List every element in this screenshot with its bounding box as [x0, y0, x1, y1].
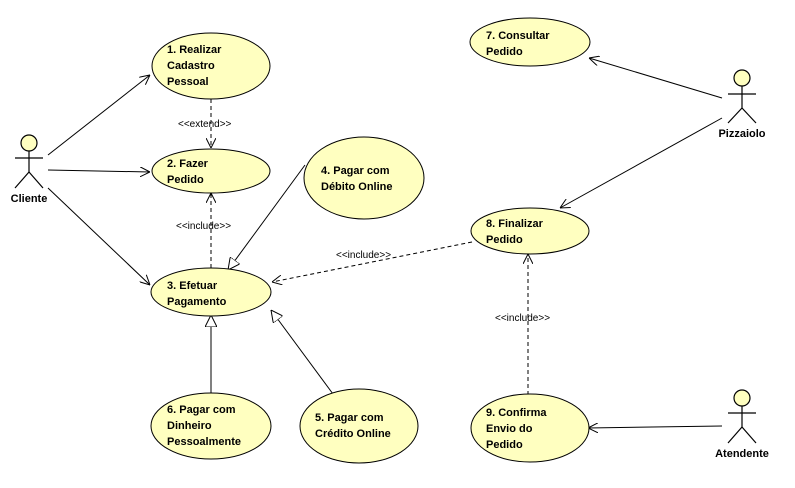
cliente-label: Cliente	[11, 193, 48, 205]
include-label-9-8: <<include>>	[495, 313, 550, 324]
uc1-line2: Cadastro	[167, 60, 215, 72]
extend-label-1: <<extend>>	[178, 119, 232, 130]
uc5-line1: 5. Pagar com	[315, 412, 384, 424]
use-case-2[interactable]: 2. Fazer Pedido	[151, 148, 271, 194]
use-case-1[interactable]: 1. Realizar Cadastro Pessoal	[151, 32, 271, 100]
atendente-head	[733, 389, 751, 407]
uc1-line1: 1. Realizar	[167, 44, 222, 56]
uc5-line2: Crédito Online	[315, 428, 391, 440]
cliente-leg-right	[28, 171, 44, 189]
uc9-line2: Envio do	[486, 423, 533, 435]
use-case-9[interactable]: 9. Confirma Envio do Pedido	[470, 393, 590, 463]
uc9-line1: 9. Confirma	[486, 407, 547, 419]
assoc-cliente-uc1	[47, 75, 150, 156]
assoc-atendente-uc9	[588, 426, 723, 428]
actor-cliente[interactable]: Cliente	[11, 134, 48, 205]
generalization-uc5-uc3	[271, 310, 334, 395]
assoc-pizzaiolo-uc7	[589, 58, 723, 99]
pizzaiolo-leg-right	[741, 107, 757, 124]
cliente-leg-left	[14, 171, 30, 189]
include-label-8-3: <<include>>	[336, 250, 391, 261]
uc9-line3: Pedido	[486, 439, 523, 451]
actor-pizzaiolo[interactable]: Pizzaiolo	[718, 69, 766, 140]
pizzaiolo-head	[733, 69, 751, 87]
uc2-line1: 2. Fazer	[167, 158, 209, 170]
pizzaiolo-leg-left	[727, 107, 743, 124]
uc7-line1: 7. Consultar	[486, 30, 550, 42]
uc6-line1: 6. Pagar com	[167, 404, 236, 416]
uc8-line1: 8. Finalizar	[486, 218, 544, 230]
uc4-line2: Débito Online	[321, 181, 393, 193]
uc6-line3: Pessoalmente	[167, 436, 241, 448]
use-case-3[interactable]: 3. Efetuar Pagamento	[150, 267, 272, 317]
assoc-pizzaiolo-uc8	[560, 117, 723, 208]
generalization-uc4-uc3	[228, 164, 306, 270]
assoc-cliente-uc3	[47, 187, 150, 285]
use-case-8[interactable]: 8. Finalizar Pedido	[470, 207, 590, 255]
uc1-line3: Pessoal	[167, 76, 209, 88]
use-case-5[interactable]: 5. Pagar com Crédito Online	[299, 388, 419, 464]
uc8-line2: Pedido	[486, 234, 523, 246]
include-uc8-uc3	[272, 241, 473, 282]
uc3-line1: 3. Efetuar	[167, 280, 218, 292]
use-case-7[interactable]: 7. Consultar Pedido	[469, 17, 591, 67]
pizzaiolo-label: Pizzaiolo	[718, 128, 765, 140]
use-case-6[interactable]: 6. Pagar com Dinheiro Pessoalmente	[150, 392, 272, 460]
uc4-line1: 4. Pagar com	[321, 165, 390, 177]
actor-atendente[interactable]: Atendente	[715, 389, 769, 460]
uc6-line2: Dinheiro	[167, 420, 212, 432]
include-label-3-2: <<include>>	[176, 221, 231, 232]
uc3-line2: Pagamento	[167, 296, 227, 308]
atendente-leg-right	[741, 426, 757, 444]
use-case-4[interactable]: 4. Pagar com Débito Online	[303, 136, 425, 220]
uc7-line2: Pedido	[486, 46, 523, 58]
atendente-label: Atendente	[715, 448, 769, 460]
assoc-cliente-uc2	[47, 170, 150, 172]
atendente-leg-left	[727, 426, 743, 444]
cliente-head	[20, 134, 38, 152]
uc2-line2: Pedido	[167, 174, 204, 186]
